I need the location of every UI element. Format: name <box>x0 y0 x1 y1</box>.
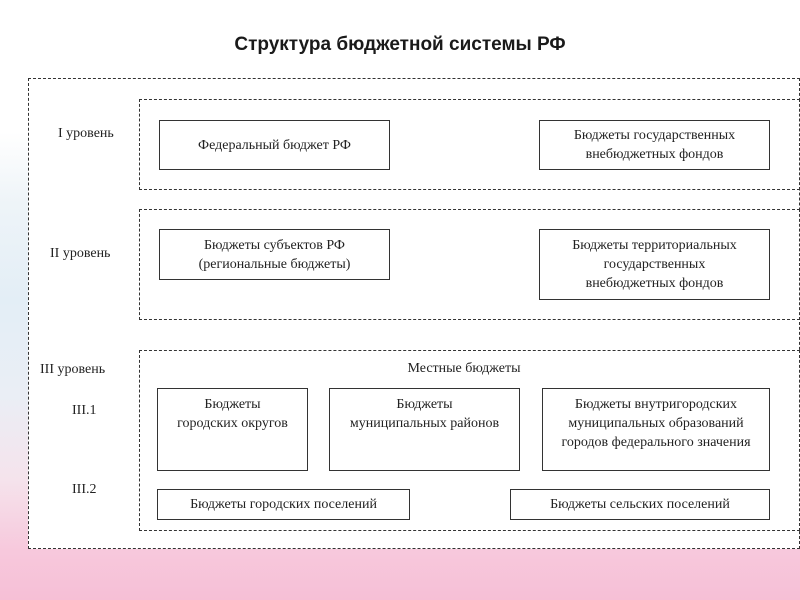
state-funds-text: Бюджеты государственных внебюджетных фон… <box>573 128 736 162</box>
urban-settlements-box: Бюджеты городских поселений <box>157 489 410 520</box>
municipal-districts-box: Бюджеты муниципальных районов <box>329 388 520 471</box>
regional-budgets-text: Бюджеты субъектов РФ (региональные бюдже… <box>198 237 351 272</box>
urban-settlements-text: Бюджеты городских поселений <box>190 497 377 512</box>
rural-settlements-box: Бюджеты сельских поселений <box>510 489 770 520</box>
rural-settlements-text: Бюджеты сельских поселений <box>550 497 730 512</box>
local-budgets-header: Местные бюджеты <box>407 361 521 376</box>
page-title: Структура бюджетной системы РФ <box>234 34 566 55</box>
level-2-label: II уровень <box>50 246 111 261</box>
intracity-municipalities-box: Бюджеты внутригородских муниципальных об… <box>542 388 770 471</box>
city-districts-text: Бюджеты городских округов <box>177 397 288 431</box>
intracity-municipalities-text: Бюджеты внутригородских муниципальных об… <box>561 397 751 450</box>
regional-budgets-box: Бюджеты субъектов РФ (региональные бюдже… <box>159 229 390 280</box>
level-3-label: III уровень <box>40 362 106 377</box>
level-1-label: I уровень <box>58 126 114 141</box>
territorial-funds-box: Бюджеты территориальных государственных … <box>539 229 770 300</box>
level-3-2-label: III.2 <box>72 482 97 497</box>
municipal-districts-text: Бюджеты муниципальных районов <box>349 397 500 431</box>
level-3-1-label: III.1 <box>72 403 97 418</box>
federal-budget-box: Федеральный бюджет РФ <box>159 120 390 170</box>
city-districts-box: Бюджеты городских округов <box>157 388 308 471</box>
state-funds-box: Бюджеты государственных внебюджетных фон… <box>539 120 770 170</box>
federal-budget-text: Федеральный бюджет РФ <box>198 137 351 153</box>
territorial-funds-text: Бюджеты территориальных государственных … <box>572 238 737 291</box>
